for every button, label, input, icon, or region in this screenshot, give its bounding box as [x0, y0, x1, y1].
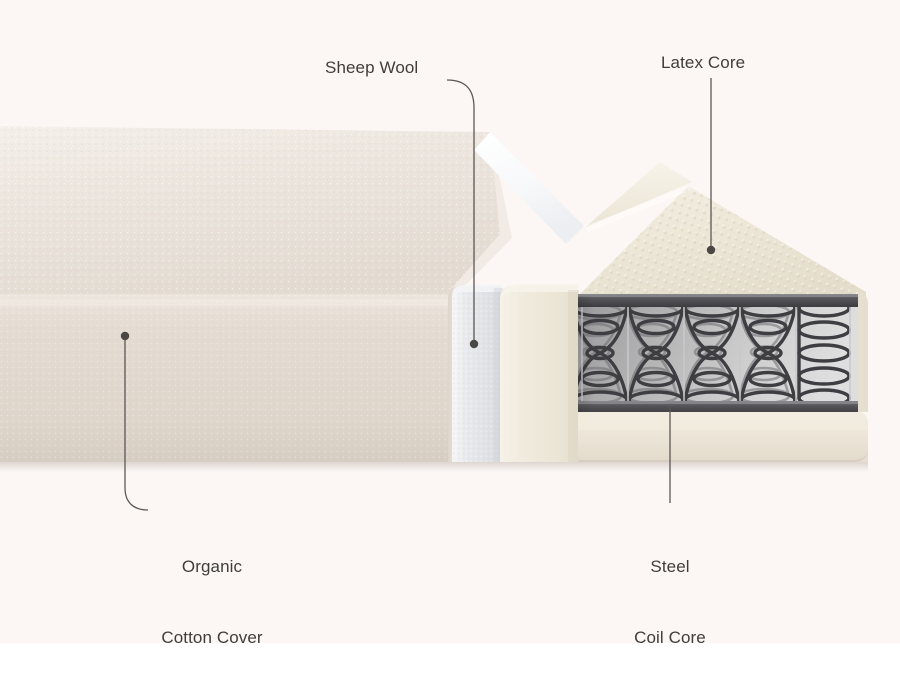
- sheep-wool-top-sliver: [474, 132, 584, 244]
- label-steel-coil-core-line2: Coil Core: [634, 627, 706, 647]
- cotton-cover-edge-highlight: [0, 294, 452, 306]
- base-foam-top-highlight: [578, 412, 868, 430]
- label-organic-cotton-cover-line1: Organic: [181, 557, 243, 576]
- sheep-wool-top-corner: [452, 284, 502, 302]
- layer-sheep-wool: [452, 132, 584, 462]
- label-organic-cotton-cover: Organic Cotton Cover: [138, 508, 286, 696]
- mattress-ground-shadow: [0, 462, 868, 472]
- latex-core-top-sliver: [566, 162, 692, 244]
- latex-core-front-face: [500, 286, 578, 462]
- mattress-illustration: [0, 78, 868, 511]
- layer-steel-coil-core: [578, 294, 858, 414]
- mattress-cutaway-diagram: Sheep Wool Latex Core Organic Cotton Cov…: [0, 53, 868, 647]
- label-steel-coil-core: Steel Coil Core: [596, 508, 744, 696]
- callout-dot-latex-core: [706, 245, 716, 255]
- layer-base-foam: [578, 292, 868, 462]
- leader-line-sheep-wool: [446, 79, 475, 340]
- label-organic-cotton-cover-line2: Cotton Cover: [161, 627, 263, 647]
- label-sheep-wool: Sheep Wool: [325, 58, 419, 77]
- coil-bottom-rail: [578, 401, 858, 414]
- leader-line-organic-cotton-cover: [124, 340, 149, 511]
- coil-bottom-rail-highlight: [578, 401, 858, 404]
- latex-core-front-corner: [500, 284, 578, 304]
- label-steel-coil-core-line1: Steel: [650, 557, 690, 576]
- cotton-cover-front-texture: [0, 299, 448, 462]
- base-foam-right-cap: [858, 292, 868, 412]
- latex-core-right-shading: [568, 290, 579, 462]
- coil-top-rail-highlight: [578, 294, 858, 297]
- base-foam-bottom-shadow: [578, 450, 868, 462]
- latex-core-pinhole-texture: [578, 186, 862, 296]
- label-latex-core: Latex Core: [661, 53, 746, 72]
- callout-leader-lines: [124, 78, 712, 511]
- latex-core-sliver-highlight: [584, 186, 692, 232]
- callout-dots: [120, 245, 716, 349]
- sheep-wool-texture: [452, 286, 502, 462]
- callout-dot-sheep-wool: [469, 339, 479, 349]
- cotton-cover-bevel: [452, 132, 512, 299]
- sheep-wool-right-shading: [494, 288, 503, 462]
- cotton-cover-top-texture: [0, 126, 500, 299]
- callout-dot-organic-cotton-cover: [120, 331, 130, 341]
- layer-organic-cotton-cover: [0, 126, 512, 462]
- coil-top-rail: [578, 294, 858, 307]
- coil-cavity-inner-shadow: [578, 296, 594, 414]
